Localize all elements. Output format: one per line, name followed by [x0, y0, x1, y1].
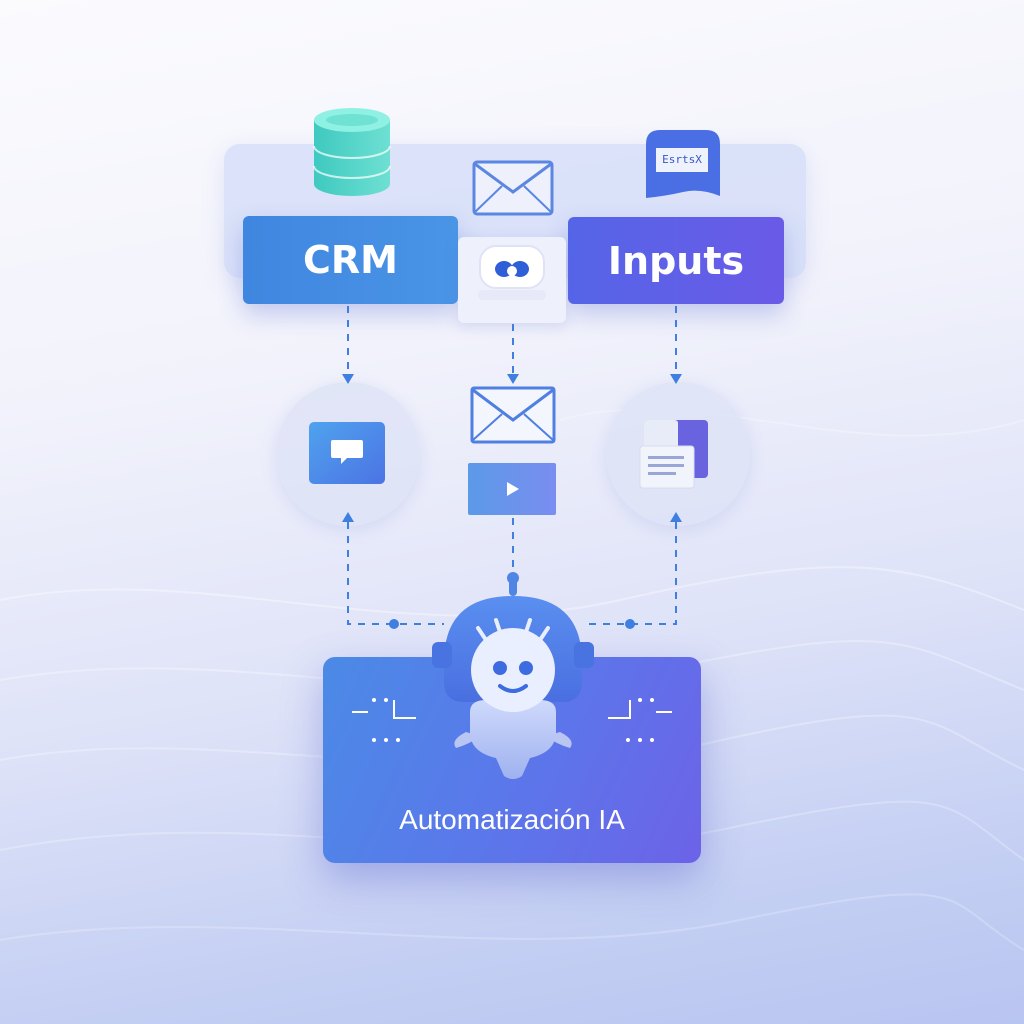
crm-box[interactable]: CRM	[243, 216, 458, 304]
database-icon	[313, 108, 391, 196]
automation-label: Automatización IA	[399, 804, 625, 835]
play-icon[interactable]	[467, 462, 557, 516]
crm-label: CRM	[303, 238, 398, 282]
document-icon-text: EsrtsX	[662, 153, 702, 166]
bot-icon	[478, 245, 546, 300]
robot-icon	[432, 572, 594, 779]
circuit-right-decoration	[608, 698, 672, 742]
mail-icon[interactable]	[470, 386, 556, 444]
inputs-label: Inputs	[607, 238, 745, 283]
circuit-left-decoration	[352, 698, 416, 742]
chat-icon[interactable]	[307, 420, 387, 486]
inputs-box[interactable]: Inputs	[568, 217, 784, 304]
files-icon[interactable]	[638, 418, 714, 490]
document-icon: EsrtsX	[640, 126, 726, 200]
mail-icon	[472, 160, 554, 216]
